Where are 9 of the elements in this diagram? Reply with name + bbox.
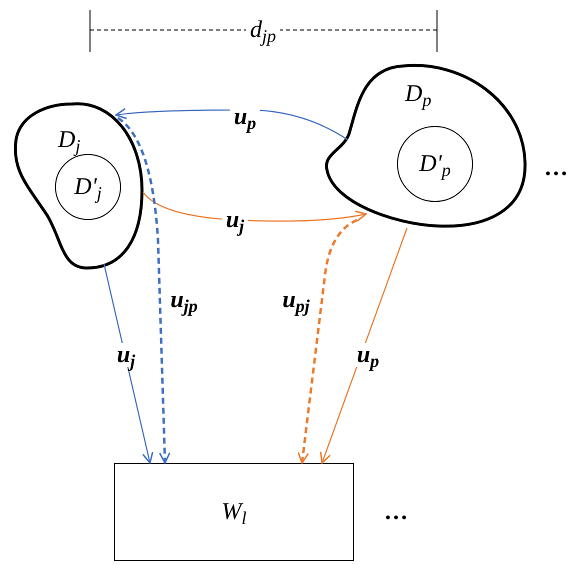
- arrow: [298, 218, 358, 464]
- region-blob: [323, 62, 529, 230]
- arrow: [142, 192, 367, 222]
- arrow: [320, 228, 408, 464]
- arrow: [117, 117, 170, 464]
- rectangle-box: [114, 463, 354, 561]
- region-blob: [12, 100, 144, 272]
- arrow: [103, 264, 154, 464]
- node-label: W$_{l}$: [221, 500, 246, 524]
